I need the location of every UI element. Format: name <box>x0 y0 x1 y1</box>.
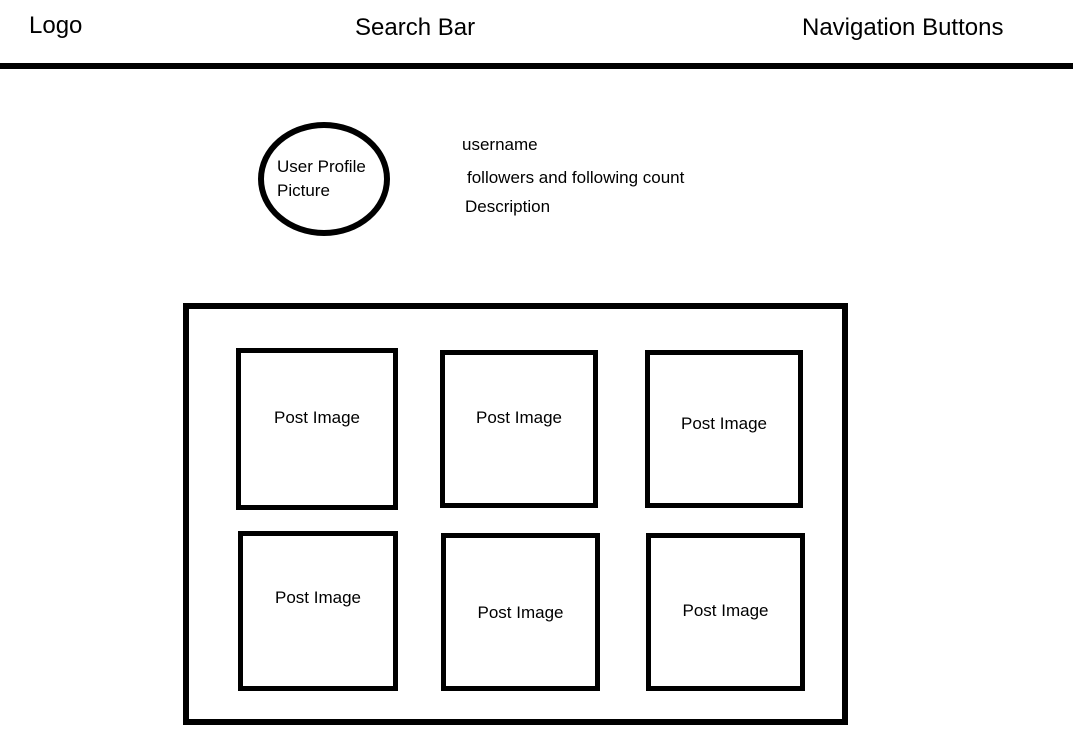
post-image-3[interactable]: Post Image <box>645 350 803 508</box>
post-image-5[interactable]: Post Image <box>441 533 600 691</box>
header-divider <box>0 63 1073 69</box>
user-profile-picture[interactable]: User Profile Picture <box>258 122 390 236</box>
username-text: username <box>462 135 538 154</box>
post-image-label: Post Image <box>476 408 562 427</box>
post-image-2[interactable]: Post Image <box>440 350 598 508</box>
post-image-label: Post Image <box>477 603 564 622</box>
followers-following-count-text: followers and following count <box>467 168 685 187</box>
profile-info: username followers and following count D… <box>462 134 684 217</box>
post-image-label: Post Image <box>682 601 769 620</box>
post-image-6[interactable]: Post Image <box>646 533 805 691</box>
post-image-label: Post Image <box>275 588 361 607</box>
search-bar[interactable]: Search Bar <box>355 14 476 41</box>
post-image-4[interactable]: Post Image <box>238 531 398 691</box>
user-profile-picture-label: User Profile Picture <box>277 157 366 200</box>
description-text: Description <box>465 197 551 216</box>
logo[interactable]: Logo <box>29 12 83 39</box>
post-image-label: Post Image <box>681 414 767 433</box>
post-image-1[interactable]: Post Image <box>236 348 398 510</box>
posts-grid-panel: Post Image Post Image Post Image Post Im… <box>183 303 848 725</box>
post-image-label: Post Image <box>274 408 360 427</box>
navigation-buttons[interactable]: Navigation Buttons <box>802 14 1004 41</box>
